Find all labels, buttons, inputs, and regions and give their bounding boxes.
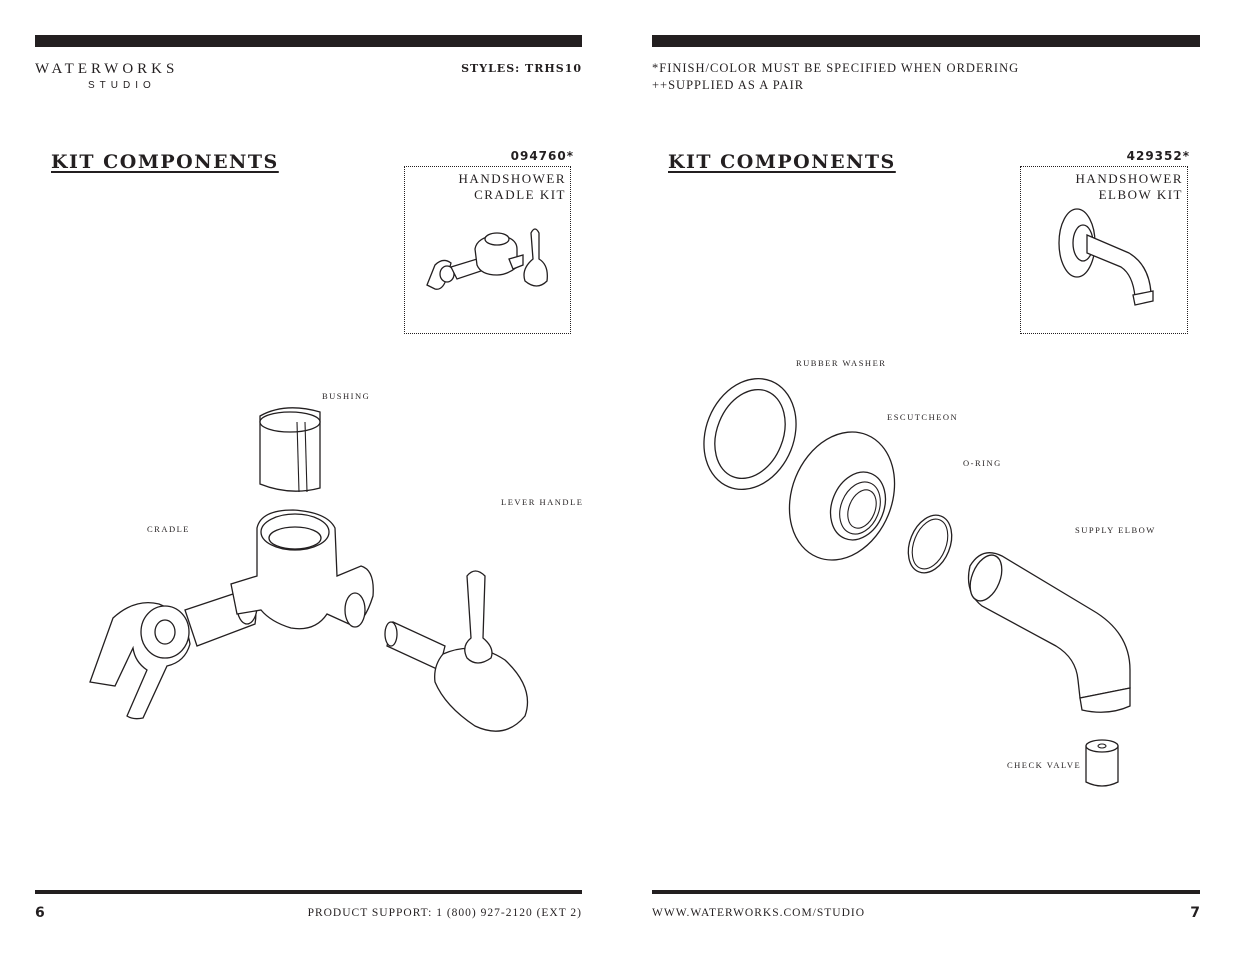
rubber-washer-label: RUBBER WASHER — [796, 358, 887, 368]
left-footer-text: PRODUCT SUPPORT: 1 (800) 927-2120 (EXT 2… — [307, 907, 582, 919]
left-bottom-rule — [35, 890, 582, 894]
cradle-body-part — [230, 509, 374, 630]
left-kit-name-line1: HANDSHOWER — [458, 171, 566, 186]
lever-handle-part — [384, 570, 529, 732]
finish-note-line2: ++SUPPLIED AS A PAIR — [652, 78, 805, 92]
rubber-washer-part — [703, 377, 797, 491]
right-kit-box: HANDSHOWER ELBOW KIT — [1020, 166, 1188, 334]
cradle-assembly-drawing — [89, 407, 529, 732]
supply-elbow-part — [967, 552, 1131, 713]
left-page-number: 6 — [35, 905, 45, 921]
supply-elbow-label: SUPPLY ELBOW — [1075, 525, 1156, 535]
cradle-part — [89, 587, 258, 720]
left-kit-name-line2: CRADLE KIT — [474, 187, 566, 202]
elbow-assembly-drawing — [703, 377, 1131, 787]
left-kit-part-number: 094760* — [510, 149, 574, 163]
bushing-label: BUSHING — [322, 391, 371, 401]
styles-label: STYLES: TRHS10 — [461, 62, 582, 75]
left-section-title: KIT COMPONENTS — [51, 151, 279, 173]
right-page-number: 7 — [1190, 905, 1200, 921]
right-top-rule — [652, 35, 1200, 47]
right-bottom-rule — [652, 890, 1200, 894]
right-footer-text: WWW.WATERWORKS.COM/STUDIO — [652, 907, 866, 919]
elbow-kit-thumbnail — [1058, 208, 1154, 306]
lever-handle-label: LEVER HANDLE — [501, 497, 584, 507]
right-kit-name-line1: HANDSHOWER — [1075, 171, 1183, 186]
left-top-rule — [35, 35, 582, 47]
o-ring-label: O-RING — [963, 458, 1002, 468]
right-kit-name-line2: ELBOW KIT — [1098, 187, 1183, 202]
left-kit-box: HANDSHOWER CRADLE KIT — [404, 166, 571, 334]
escutcheon-part — [788, 431, 896, 561]
brand-logo-subtext: STUDIO — [88, 80, 156, 91]
finish-note-line1: *FINISH/COLOR MUST BE SPECIFIED WHEN ORD… — [652, 61, 1020, 75]
right-kit-part-number: 429352* — [1126, 149, 1190, 163]
cradle-label: CRADLE — [147, 524, 190, 534]
brand-logo-text: WATERWORKS — [35, 61, 179, 77]
o-ring-part — [907, 514, 953, 574]
cradle-kit-thumbnail — [426, 228, 548, 290]
check-valve-part — [1085, 739, 1119, 787]
right-section-title: KIT COMPONENTS — [668, 151, 896, 173]
bushing-part — [259, 407, 321, 493]
escutcheon-label: ESCUTCHEON — [887, 412, 959, 422]
check-valve-label: CHECK VALVE — [1007, 760, 1082, 770]
